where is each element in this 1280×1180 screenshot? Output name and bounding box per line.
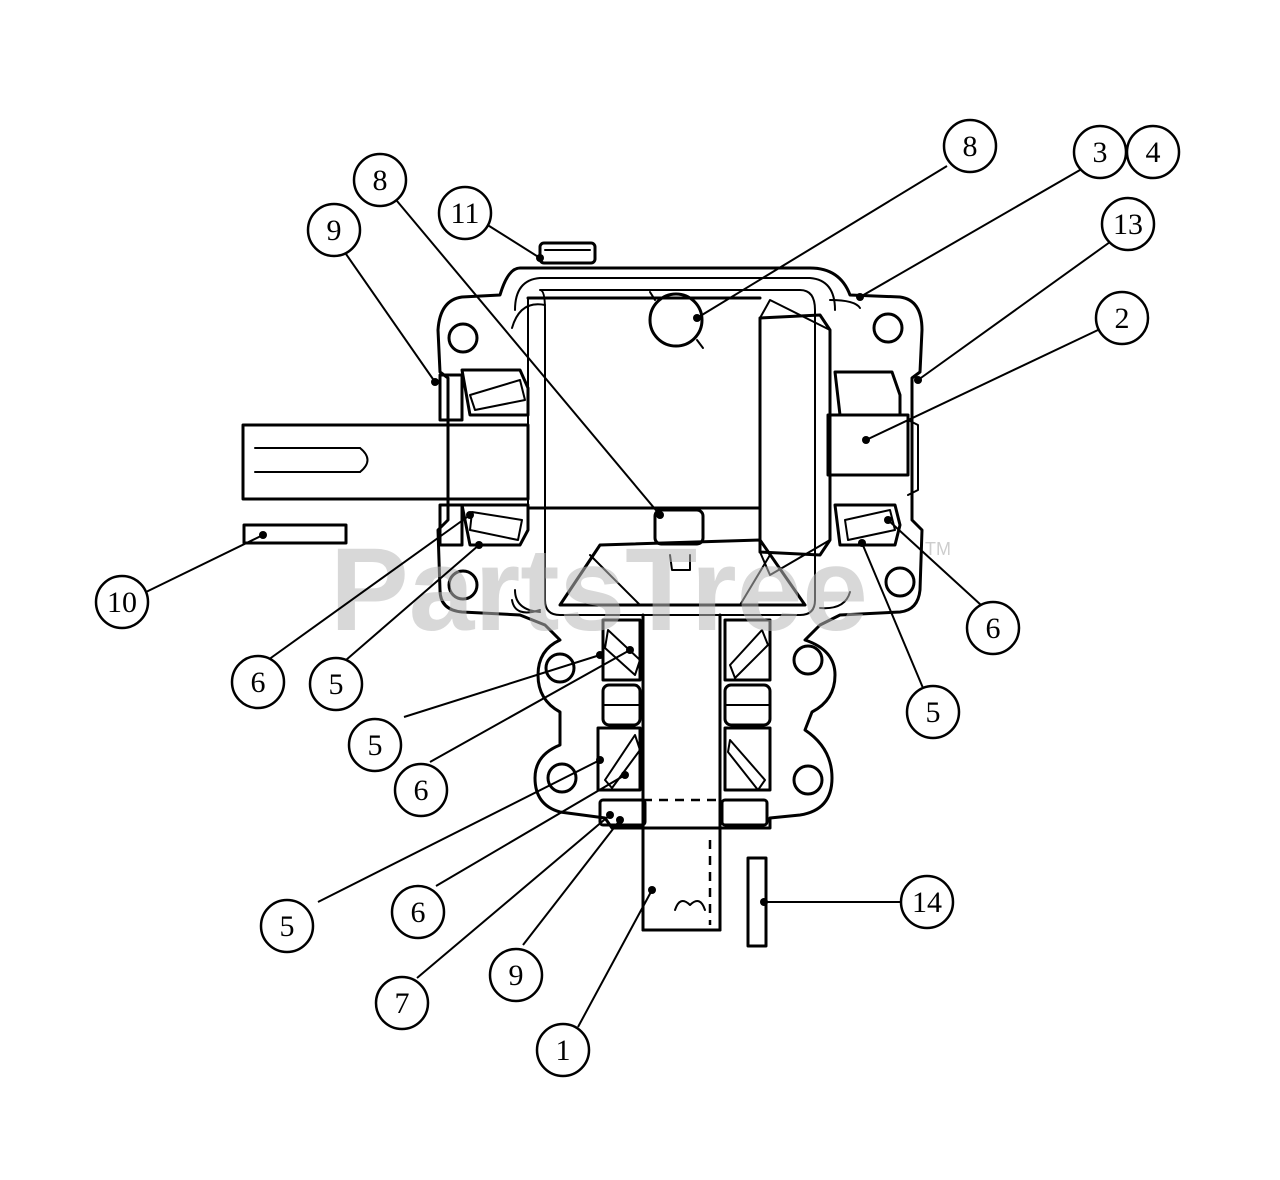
callout-7: 7 [374,975,430,1031]
svg-text:6: 6 [986,612,1001,645]
callout-11: 11 [437,185,493,241]
callout-8-plug: 8 [942,118,998,174]
callout-5-left: 5 [308,656,364,712]
svg-text:11: 11 [451,197,480,230]
svg-text:5: 5 [926,696,941,729]
callout-5-bottom: 5 [259,898,315,954]
svg-text:9: 9 [509,959,524,992]
svg-text:10: 10 [107,586,137,619]
svg-text:14: 14 [912,886,942,919]
callout-9-top: 9 [306,202,362,258]
horizontal-shaft [241,296,919,510]
callout-6-left: 6 [230,654,286,710]
watermark-trademark: TM [925,539,951,559]
callout-3: 3 [1072,124,1128,180]
callout-6-bottom: 6 [390,884,446,940]
callout-10: 10 [94,574,150,630]
callout-14: 14 [899,874,955,930]
callout-9-bottom: 9 [488,947,544,1003]
svg-text:9: 9 [327,214,342,247]
leader-lines [145,165,1111,1028]
svg-text:5: 5 [280,910,295,943]
callout-6-mid: 6 [393,762,449,818]
left-bearings [438,368,530,547]
svg-text:6: 6 [251,666,266,699]
svg-text:5: 5 [329,668,344,701]
callout-4: 4 [1125,124,1181,180]
callout-2: 2 [1094,290,1150,346]
callout-13: 13 [1100,196,1156,252]
lower-bevel-gear [558,508,807,607]
svg-text:8: 8 [373,164,388,197]
gearbox-housing [436,241,924,830]
right-bevel-gear [758,299,902,576]
svg-text:5: 5 [368,729,383,762]
callout-5-mid: 5 [347,717,403,773]
callout-8-shaft: 8 [352,152,408,208]
svg-text:8: 8 [963,130,978,163]
svg-text:6: 6 [411,896,426,929]
svg-text:4: 4 [1146,136,1161,169]
callout-6-right: 6 [965,600,1021,656]
watermark-text: PartsTree [330,524,868,656]
svg-text:1: 1 [556,1034,571,1067]
leader-endpoints [259,254,922,906]
callout-1: 1 [535,1022,591,1078]
svg-text:13: 13 [1113,208,1143,241]
vertical-shaft [596,613,772,932]
svg-text:2: 2 [1115,302,1130,335]
key-part-10 [242,523,348,545]
svg-text:3: 3 [1093,136,1108,169]
svg-text:7: 7 [395,987,410,1020]
svg-text:6: 6 [414,774,429,807]
callout-5-right: 5 [905,684,961,740]
